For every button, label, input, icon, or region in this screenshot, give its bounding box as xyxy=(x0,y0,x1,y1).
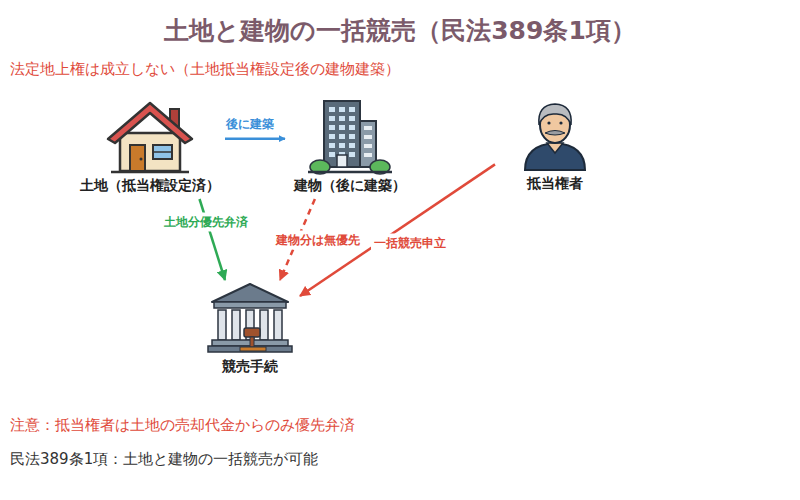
law-note: 民法389条1項：土地と建物の一括競売が可能 xyxy=(10,450,318,469)
node-label: 競売手続 xyxy=(200,356,300,380)
edge-label: 建物分は無優先 xyxy=(273,231,363,250)
connector-arrow xyxy=(200,199,226,280)
title: 土地と建物の一括競売（民法389条1項） xyxy=(0,14,800,47)
node-label: 土地（抵当権設定済） xyxy=(75,175,225,199)
node-label: 抵当権者 xyxy=(495,173,615,197)
edge-label: 一括競売申立 xyxy=(371,234,449,253)
land-node: 土地（抵当権設定済） xyxy=(75,95,225,199)
auction-node: 競売手続 xyxy=(200,280,300,380)
icon xyxy=(495,95,615,173)
connector-arrow xyxy=(225,137,285,140)
mortgagee-node: 抵当権者 xyxy=(495,95,615,197)
icon xyxy=(200,280,300,356)
edge-label: 後に建築 xyxy=(223,115,277,134)
subtitle-note: 法定地上権は成立しない（土地抵当権設定後の建物建築） xyxy=(10,60,400,79)
building-node: 建物（後に建築） xyxy=(285,95,415,199)
edge-label: 土地分優先弁済 xyxy=(161,213,251,232)
warning-note: 注意：抵当権者は土地の売却代金からのみ優先弁済 xyxy=(10,416,355,435)
icon xyxy=(75,95,225,175)
node-label: 建物（後に建築） xyxy=(285,175,415,199)
icon xyxy=(280,95,420,175)
